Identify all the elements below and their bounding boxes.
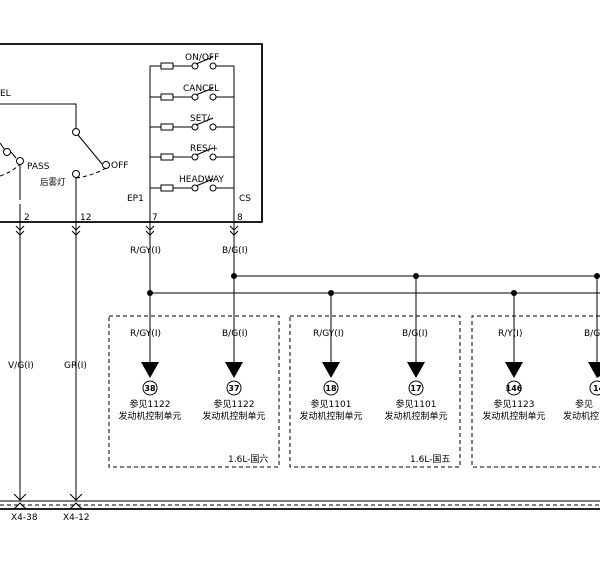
switch-module-box [0, 43, 263, 223]
connector-pin-number: 18 [325, 384, 337, 393]
light-switch: EL OFF 后雾灯 PASS [0, 89, 128, 222]
connector-pin-circle [226, 380, 242, 396]
pin-8-number: 8 [237, 213, 243, 223]
connector-pin-circle [506, 380, 522, 396]
group-frame [108, 315, 280, 468]
wire-bg-label: B/G(I) [222, 246, 248, 256]
arrow-icon [505, 362, 523, 378]
group-wire-label: R/GY(I) [313, 329, 344, 339]
reference-text: 参见1122 [130, 398, 171, 410]
group-frame [471, 315, 600, 468]
connector-pin-number: 14 [593, 384, 600, 393]
connector-pin-number: 37 [228, 384, 239, 393]
pin-ep1-label: EP1 [127, 194, 144, 204]
reference-text: 参见 [575, 398, 593, 410]
cruise-switch-block: ON/OFF CANCEL SET/- RES/+ HEADWAY EP1 CS [127, 53, 251, 222]
unit-name: 发动机控制单元 [118, 410, 181, 422]
pass-position-label: PASS [27, 162, 50, 172]
unit-name: 发动机控制单元 [202, 410, 265, 422]
rear-fog-label: 后雾灯 [40, 177, 66, 188]
group-frame [289, 315, 461, 468]
ground-point-label: X4-12 [63, 513, 90, 523]
pin-7-number: 7 [152, 213, 158, 223]
connector-pin-circle [142, 380, 158, 396]
switch-res-label: RES/+ [190, 144, 218, 154]
unit-name: 发动机控制单元 [482, 410, 545, 422]
wire-vg-label: V/G(I) [8, 361, 34, 371]
switch-label-fragment: EL [0, 89, 11, 99]
arrow-icon [141, 362, 159, 378]
reference-text: 参见1101 [396, 398, 437, 410]
arrow-icon [322, 362, 340, 378]
switch-on-off-label: ON/OFF [185, 53, 219, 63]
connector-group-2: R/GY(I) B/G(I) 18 17 参见1101 发动机控制单元 参见11… [289, 315, 461, 468]
off-position-label: OFF [111, 161, 128, 171]
unit-name: 发动机控制单元 [299, 410, 362, 422]
connector-pin-number: 17 [410, 384, 421, 393]
connector-pin-circle [323, 380, 339, 396]
arrow-icon [588, 362, 600, 378]
connector-pin-number: 38 [144, 384, 156, 393]
junction-dot [147, 290, 153, 296]
pin-cs-label: CS [239, 194, 251, 204]
ground-point-label: X4-38 [11, 513, 38, 523]
reference-text: 参见1122 [214, 398, 255, 410]
unit-name: 发动机控制单元 [384, 410, 447, 422]
group-wire-label: B/G(I) [402, 329, 428, 339]
variant-tag: 1.6L-国六 [228, 453, 268, 465]
wire-gr-label: GR(I) [64, 361, 87, 371]
connector-group-3: R/Y(I) B/G 146 14 参见1123 发动机控制单元 参见 发动机控 [471, 315, 600, 468]
group-wire-label: B/G [584, 329, 600, 339]
connector-pin-circle [589, 380, 600, 396]
wire-rgy-label: R/GY(I) [130, 246, 161, 256]
variant-tag: 1.6L-国五 [410, 454, 450, 465]
switch-set-label: SET/- [190, 114, 213, 124]
reference-text: 参见1123 [494, 398, 535, 410]
arrow-icon [407, 362, 425, 378]
junction-dot [231, 273, 237, 279]
unit-name: 发动机控 [563, 410, 599, 422]
group-wire-label: B/G(I) [222, 329, 248, 339]
arrow-icon [225, 362, 243, 378]
pin-2-number: 2 [24, 213, 30, 223]
group-wire-label: R/GY(I) [130, 329, 161, 339]
connector-pin-number: 146 [506, 384, 523, 393]
pin-12-number: 12 [80, 213, 91, 223]
switch-cancel-label: CANCEL [183, 84, 219, 94]
group-wire-label: R/Y(I) [498, 329, 522, 339]
connector-pin-circle [408, 380, 424, 396]
reference-text: 参见1101 [311, 398, 352, 410]
connector-group-1: R/GY(I) B/G(I) 38 37 参见1122 发动机控制单元 参见11… [108, 315, 280, 468]
module-connector-chevrons [15, 225, 239, 236]
ground-bus: X4-38 X4-12 [0, 493, 600, 523]
switch-headway-label: HEADWAY [179, 175, 224, 185]
